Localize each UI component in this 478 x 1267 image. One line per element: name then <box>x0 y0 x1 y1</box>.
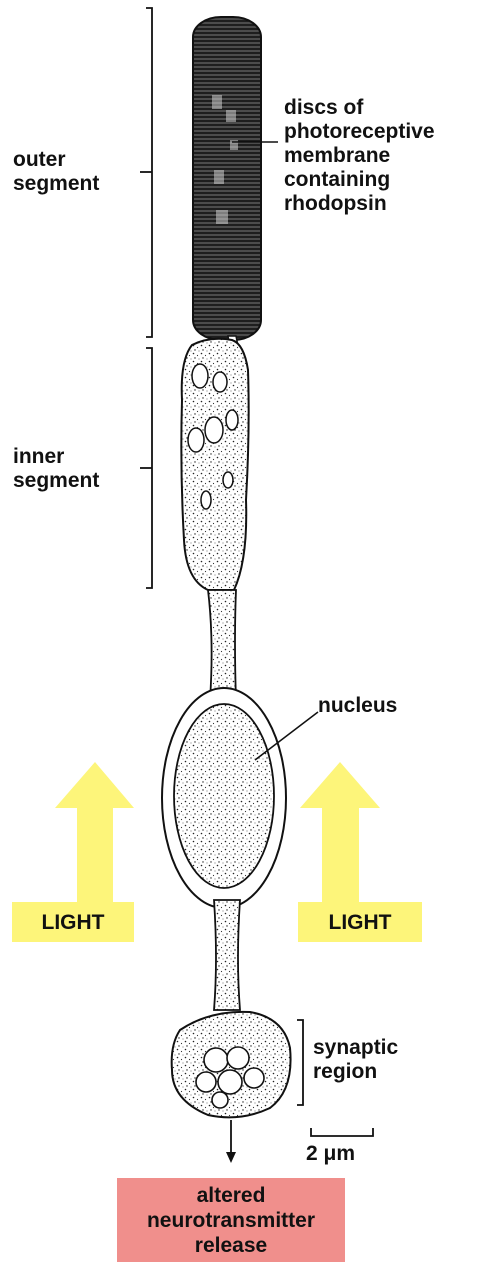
discs-label: discs of photoreceptive membrane contain… <box>284 96 435 216</box>
axon <box>214 900 240 1010</box>
synaptic-region-label: synaptic region <box>313 1036 398 1084</box>
inner-segment-label: inner segment <box>13 445 99 493</box>
nucleus-label: nucleus <box>318 694 397 718</box>
nucleus <box>174 704 274 888</box>
outer-segment-label: outer segment <box>13 148 99 196</box>
scale-bar <box>311 1128 373 1136</box>
light-label-right: LIGHT <box>298 911 422 935</box>
inner-fiber <box>208 590 236 700</box>
scale-bar-label: 2 μm <box>306 1142 355 1166</box>
outer-segment <box>193 17 261 340</box>
light-label-left: LIGHT <box>12 911 134 935</box>
synaptic-region-bracket <box>297 1020 303 1105</box>
release-label: altered neurotransmitter release <box>117 1183 345 1258</box>
